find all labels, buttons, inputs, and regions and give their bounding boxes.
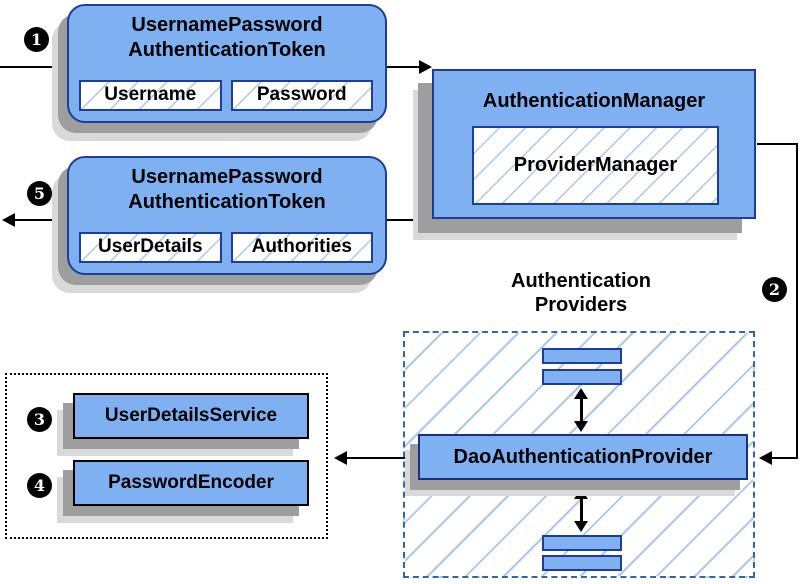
token-fields: Username Password <box>79 80 373 111</box>
username-password-token-request-box: UsernamePassword AuthenticationToken Use… <box>67 4 387 123</box>
arrowhead-left-icon <box>2 213 15 227</box>
double-arrow-icon <box>573 488 589 532</box>
password-field-box: Password <box>230 80 373 111</box>
arrowhead-left-icon <box>334 451 347 465</box>
authentication-manager-box: AuthenticationManager ProviderManager <box>432 69 756 219</box>
flow-line-dao-to-services <box>346 457 420 459</box>
password-encoder-box: PasswordEncoder <box>73 460 309 506</box>
double-arrow-icon <box>573 388 589 432</box>
provider-manager-box: ProviderManager <box>472 126 719 205</box>
flow-line-step2-bottom <box>770 457 798 459</box>
provider-placeholder-bar <box>542 348 622 364</box>
step-2-badge: 2 <box>762 277 787 302</box>
dao-authentication-provider-box: DaoAuthenticationProvider <box>418 434 748 480</box>
user-details-field-box: UserDetails <box>79 232 222 263</box>
step-4-badge: 4 <box>27 473 52 498</box>
step-3-badge: 3 <box>27 407 52 432</box>
authentication-manager-title: AuthenticationManager <box>482 90 706 112</box>
arrowhead-right-icon <box>419 60 432 74</box>
authorities-field-box: Authorities <box>230 232 373 263</box>
authentication-providers-heading: Authentication Providers <box>511 270 651 316</box>
step-1-badge: 1 <box>24 27 49 52</box>
user-details-service-box: UserDetailsService <box>73 393 309 439</box>
username-field-box: Username <box>79 80 222 111</box>
flow-line-step2-top <box>757 143 798 145</box>
token-title: UsernamePassword AuthenticationToken <box>128 166 326 213</box>
token-fields: UserDetails Authorities <box>79 232 373 263</box>
provider-placeholder-bar <box>542 555 622 571</box>
username-password-token-response-box: UsernamePassword AuthenticationToken Use… <box>67 156 387 275</box>
provider-placeholder-bar <box>542 369 622 385</box>
step-5-badge: 5 <box>27 181 52 206</box>
flow-line-step2-vertical <box>796 143 798 459</box>
provider-placeholder-bar <box>542 535 622 551</box>
token-title: UsernamePassword AuthenticationToken <box>128 14 326 61</box>
arrowhead-left-icon <box>759 451 772 465</box>
